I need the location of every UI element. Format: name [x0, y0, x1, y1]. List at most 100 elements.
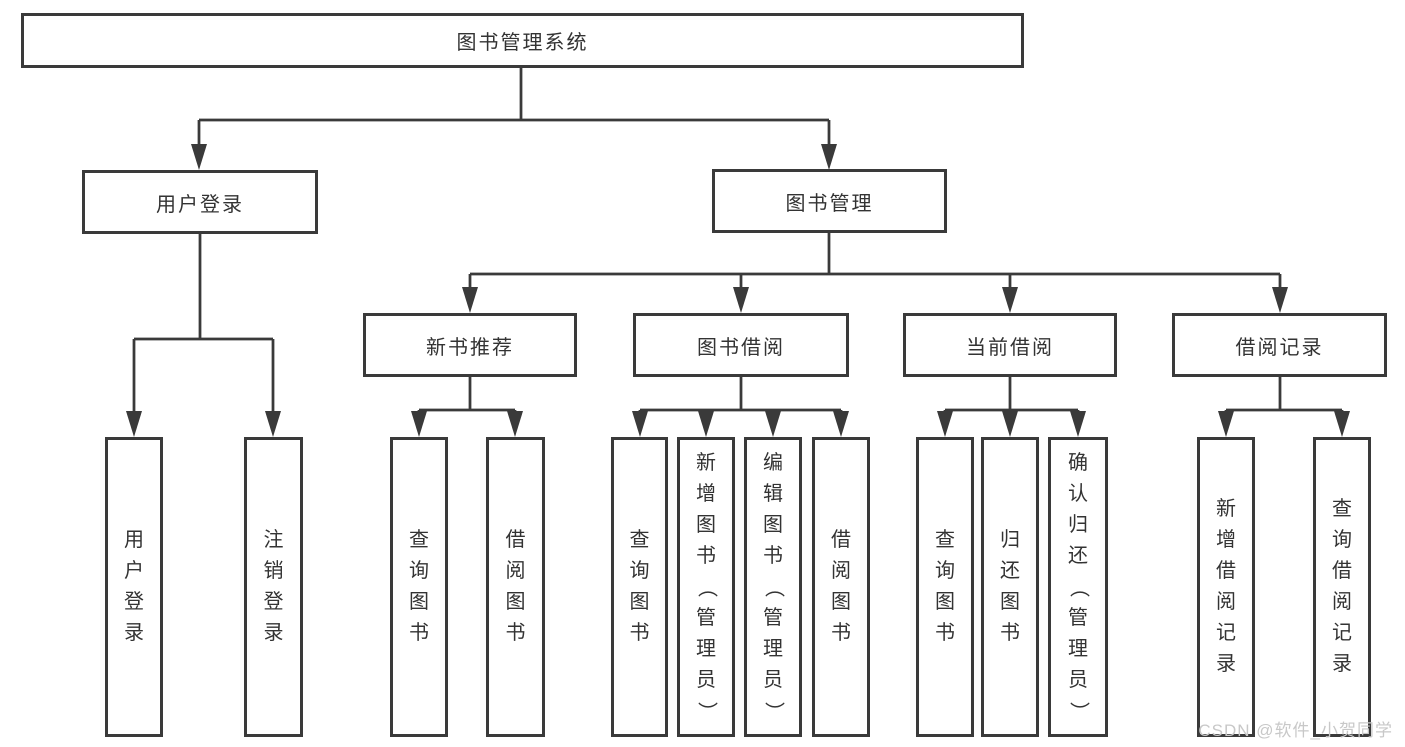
vertical-char: （ — [695, 577, 718, 597]
node-label: 归还图书 — [1000, 440, 1020, 734]
node-label: 查询图书 — [630, 440, 650, 734]
vertical-char: 图 — [696, 513, 716, 536]
vertical-char: 理 — [1068, 637, 1088, 660]
leaf-records-add: 新增借阅记录 — [1197, 437, 1255, 737]
vertical-char: 查 — [935, 529, 955, 551]
vertical-char: 登 — [263, 591, 284, 613]
vertical-char: 询 — [409, 560, 429, 582]
vertical-char: 员 — [696, 668, 716, 691]
vertical-char: 增 — [1216, 529, 1236, 551]
leaf-borrow-query: 查询图书 — [611, 437, 668, 737]
node-borrow-records: 借阅记录 — [1172, 313, 1387, 377]
leaf-newbooks-query: 查询图书 — [390, 437, 448, 737]
node-label: 编辑图书（管理员） — [763, 440, 785, 734]
watermark: CSDN @软件_小贺同学 — [1198, 721, 1393, 740]
vertical-char: 书 — [763, 544, 783, 567]
vertical-char: 管 — [696, 606, 716, 629]
node-book-borrow: 图书借阅 — [633, 313, 849, 377]
leaf-current-return: 归还图书 — [981, 437, 1039, 737]
arrowhead — [833, 411, 849, 437]
node-label: 借阅图书 — [506, 440, 526, 734]
vertical-char: 图 — [935, 591, 955, 613]
arrowhead — [191, 144, 207, 170]
vertical-char: 管 — [763, 606, 783, 629]
node-label: 查询图书 — [409, 440, 429, 734]
arrowhead — [937, 411, 953, 437]
vertical-char: 书 — [409, 622, 429, 644]
node-label: 新书推荐 — [426, 336, 514, 359]
vertical-char: 查 — [1332, 498, 1352, 520]
arrowhead — [733, 287, 749, 313]
arrowhead — [265, 411, 281, 437]
node-label: 查询图书 — [935, 440, 955, 734]
leaf-newbooks-borrow: 借阅图书 — [486, 437, 545, 737]
node-book-management: 图书管理 — [712, 169, 947, 233]
vertical-char: （ — [762, 577, 785, 597]
arrowhead — [1002, 287, 1018, 313]
arrowhead — [126, 411, 142, 437]
vertical-char: 户 — [124, 560, 144, 582]
node-new-book-recommend: 新书推荐 — [363, 313, 577, 377]
vertical-char: 书 — [505, 622, 526, 644]
vertical-char: 归 — [1068, 513, 1088, 536]
node-label: 用户登录 — [124, 440, 144, 734]
connector-newbooks-to-leaves — [417, 377, 517, 413]
vertical-char: 销 — [263, 560, 284, 582]
vertical-char: 查 — [409, 529, 429, 551]
arrowhead — [698, 411, 714, 437]
vertical-char: 书 — [935, 622, 955, 644]
node-current-borrow: 当前借阅 — [903, 313, 1117, 377]
leaf-borrow-add-book: 新增图书（管理员） — [677, 437, 735, 737]
vertical-char: 图 — [763, 513, 783, 536]
vertical-char: 登 — [124, 591, 144, 613]
arrowhead — [632, 411, 648, 437]
vertical-char: 录 — [124, 622, 144, 644]
vertical-char: 书 — [629, 622, 650, 644]
vertical-char: 询 — [935, 560, 955, 582]
vertical-char: 图 — [1000, 591, 1020, 613]
node-label: 借阅记录 — [1235, 336, 1324, 359]
vertical-char: 阅 — [1216, 591, 1236, 613]
vertical-char: 阅 — [831, 560, 851, 582]
arrowhead — [507, 411, 523, 437]
connector-root-to-level2 — [197, 68, 831, 148]
vertical-char: 用 — [124, 529, 144, 551]
arrowhead — [821, 144, 837, 170]
arrowhead — [411, 411, 427, 437]
node-label: 确认归还（管理员） — [1068, 440, 1090, 734]
node-label: 新增图书（管理员） — [696, 440, 718, 734]
vertical-char: 记 — [1332, 622, 1352, 644]
vertical-char: 书 — [1000, 622, 1020, 644]
vertical-char: 辑 — [763, 482, 783, 505]
connector-bookmgmt-to-level3 — [468, 233, 1282, 290]
vertical-char: 阅 — [505, 560, 526, 582]
connector-bookborrow-to-leaves — [638, 377, 843, 413]
arrowhead — [1334, 411, 1350, 437]
node-label: 新增借阅记录 — [1216, 440, 1236, 734]
vertical-char: 书 — [831, 622, 851, 644]
leaf-borrow-edit-book: 编辑图书（管理员） — [744, 437, 802, 737]
arrowhead — [1272, 287, 1288, 313]
vertical-char: 借 — [1216, 560, 1236, 582]
connector-records-to-leaves — [1224, 377, 1344, 413]
vertical-char: （ — [1067, 577, 1090, 597]
leaf-current-query: 查询图书 — [916, 437, 974, 737]
vertical-char: 借 — [1332, 560, 1352, 582]
vertical-char: 理 — [763, 637, 783, 660]
vertical-char: 新 — [1216, 498, 1236, 520]
vertical-char: 询 — [629, 560, 650, 582]
vertical-char: ） — [695, 701, 718, 721]
vertical-char: 查 — [629, 529, 650, 551]
connector-currentborrow-to-leaves — [943, 377, 1080, 413]
leaf-logout-login: 注销登录 — [244, 437, 303, 737]
node-user-login: 用户登录 — [82, 170, 318, 234]
vertical-char: 录 — [263, 622, 284, 644]
node-root: 图书管理系统 — [21, 13, 1024, 68]
arrowhead — [1070, 411, 1086, 437]
vertical-char: 阅 — [1332, 591, 1352, 613]
arrowhead — [765, 411, 781, 437]
vertical-char: ） — [1067, 701, 1090, 721]
node-label: 当前借阅 — [966, 336, 1054, 359]
vertical-char: 图 — [505, 591, 526, 613]
vertical-char: 还 — [1068, 544, 1088, 567]
